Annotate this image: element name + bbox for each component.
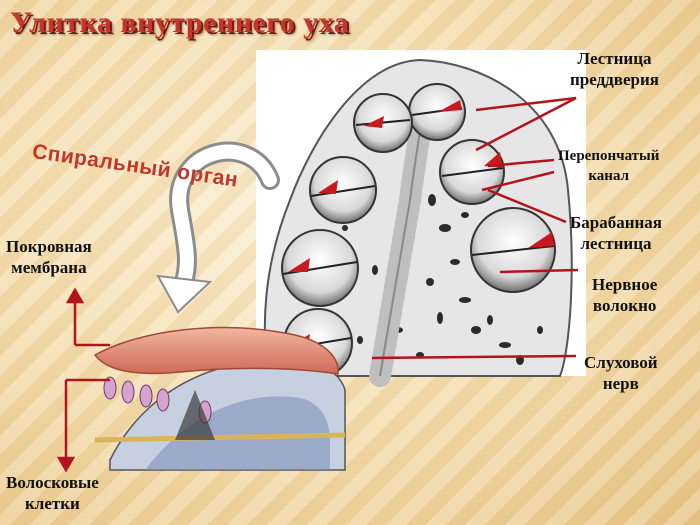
label-line: преддверия [570,70,659,89]
scala-tympani-label: Барабанная лестница [570,212,662,254]
label-line: Барабанная [570,213,662,232]
label-line: лестница [580,234,652,253]
label-line: Покровная [6,237,92,256]
label-line: клетки [25,494,80,513]
label-line: Лестница [577,49,652,68]
label-line: канал [588,168,629,184]
label-line: Перепончатый [558,148,660,164]
label-line: Нервное [592,275,658,294]
label-line: Слуховой [584,353,658,372]
label-line: Волосковые [6,473,99,492]
slide-title: Улитка внутреннего уха [10,6,350,39]
nerve-fiber-label: Нервное волокно [592,274,657,316]
label-line: волокно [592,296,657,315]
membranous-canal-label: Перепончатый канал [558,146,659,186]
auditory-nerve-label: Слуховой нерв [584,352,658,394]
label-line: мембрана [11,258,87,277]
tectorial-membrane-label: Покровная мембрана [6,236,92,278]
pointer-lines [371,96,579,360]
hair-cells [103,376,212,424]
spiral-organ-illustration [93,326,346,471]
tectorial-membrane-shape [93,326,339,375]
label-arrows [56,287,110,473]
scala-vestibuli-label: Лестница преддверия [570,48,659,90]
hair-cells-label: Волосковые клетки [6,472,99,514]
label-line: нерв [602,374,639,393]
curved-arrow-head [156,274,213,314]
